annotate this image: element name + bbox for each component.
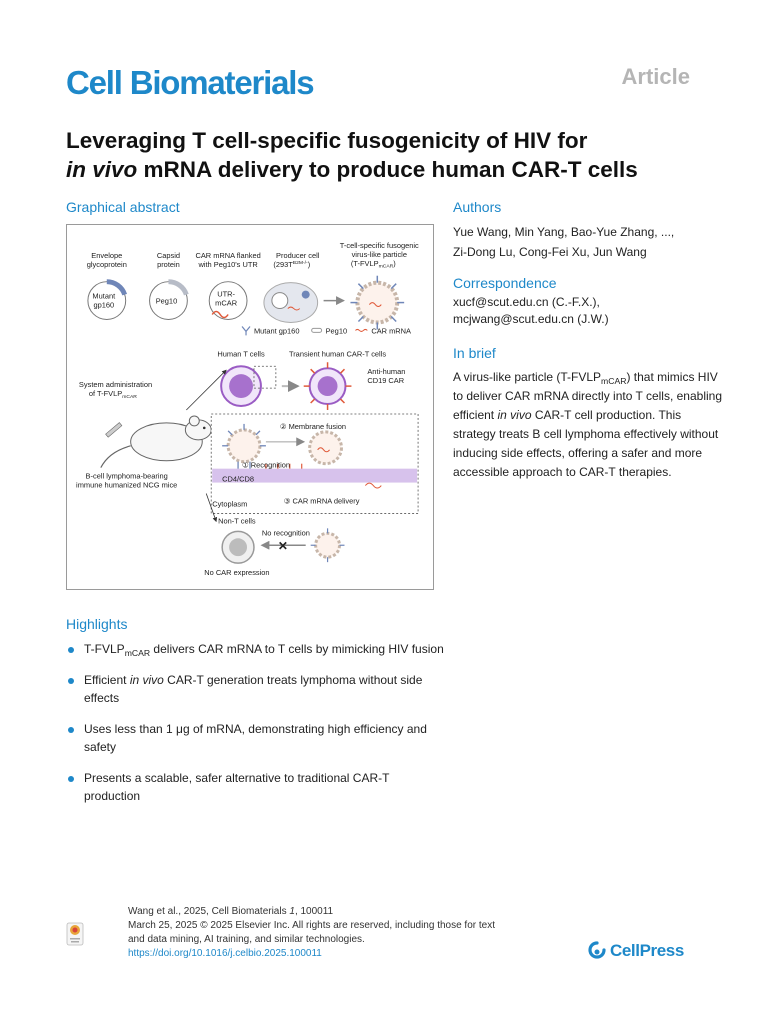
fusion-zoom-panel [210,413,419,514]
svg-text:CAR mRNA: CAR mRNA [371,326,411,335]
article-type-label: Article [621,64,690,89]
graphical-abstract-heading: Graphical abstract [66,199,180,215]
bullet-icon [68,678,74,684]
email-1[interactable]: xucf@scut.edu.cn (C.-F.X.), [453,295,600,309]
highlights-heading: Highlights [66,616,128,632]
highlight-item: Presents a scalable, safer alternative t… [66,769,446,805]
svg-text:Peg10: Peg10 [156,297,178,306]
authors-list: Yue Wang, Min Yang, Bao-Yue Zhang, ..., … [453,223,723,262]
no-recognition-label: No recognition [262,528,310,537]
copyright-line-2: and data mining, AI training, and simila… [128,934,365,945]
in-brief-text: A virus-like particle (T-FVLPmCAR) that … [453,370,723,479]
authors-line-1: Yue Wang, Min Yang, Bao-Yue Zhang, ..., [453,225,675,239]
copyright-line: March 25, 2025 © 2025 Elsevier Inc. All … [128,920,496,931]
recognition-label: ① Recognition [242,461,290,470]
cellpress-text: CellPress [610,941,684,960]
bullet-icon [68,647,74,653]
human-t-cell [220,365,277,407]
human-t-cells-label: Human T cells [217,349,265,358]
title-italic: in vivo [66,157,138,182]
check-for-updates-icon[interactable] [66,922,84,946]
highlight-item: Uses less than 1 μg of mRNA, demonstrati… [66,720,446,756]
cytoplasm-label: Cytoplasm [212,499,247,508]
citation-line: Wang et al., 2025, Cell Biomaterials 1, … [128,906,334,917]
cross-icon: ✕ [278,539,288,553]
producer-cell [263,282,319,323]
svg-text:mCAR: mCAR [215,299,238,308]
non-target-particle [310,528,345,563]
utr-mcar-circle: UTR- mCAR [208,281,248,320]
authors-line-2: Zi-Dong Lu, Cong-Fei Xu, Jun Wang [453,244,647,259]
citation-footer: Wang et al., 2025, Cell Biomaterials 1, … [128,905,548,961]
membrane-fusion-label: ② Membrane fusion [280,422,346,431]
mouse-icon [100,415,212,468]
cart-cell [303,362,352,410]
highlight-item: T-FVLPmCAR delivers CAR mRNA to T cells … [66,640,446,658]
non-t-cell [221,530,255,564]
title-line-1: Leveraging T cell-specific fusogenicity … [66,128,588,153]
svg-text:Mutant gp160: Mutant gp160 [254,326,300,335]
doi-link[interactable]: https://doi.org/10.1016/j.celbio.2025.10… [128,948,322,959]
authors-heading: Authors [453,199,502,215]
bullet-icon [68,776,74,782]
correspondence-emails[interactable]: xucf@scut.edu.cn (C.-F.X.), mcjwang@scut… [453,294,723,328]
cellpress-logo-icon [588,941,606,959]
non-t-cells-label: Non-T cells [218,516,256,525]
svg-text:Peg10: Peg10 [326,326,348,335]
svg-text:gp160: gp160 [93,301,114,310]
peg10-circle: Peg10 [149,279,189,320]
cellpress-logo: CellPress [588,938,684,964]
legend: Mutant gp160 Peg10 CAR mRNA [241,326,411,335]
mutant-gp160-circle: Mutant gp160 [87,279,128,320]
cd4-cd8-label: CD4/CD8 [222,475,254,484]
title-line-2: mRNA delivery to produce human CAR-T cel… [137,157,638,182]
in-brief-heading: In brief [453,345,496,361]
svg-text:UTR-: UTR- [217,290,235,299]
bullet-icon [68,727,74,733]
no-car-expression-label: No CAR expression [204,568,269,577]
article-title: Leveraging T cell-specific fusogenicity … [66,126,726,184]
correspondence-heading: Correspondence [453,275,557,291]
journal-name: Cell Biomaterials [66,64,315,101]
producer-cell-label: Producer cell(293TB2M-/-) [273,251,319,269]
highlights-list: T-FVLPmCAR delivers CAR mRNA to T cells … [66,640,446,818]
mrna-delivery-label: ③ CAR mRNA delivery [284,496,360,505]
email-2[interactable]: mcjwang@scut.edu.cn (J.W.) [453,312,609,326]
svg-text:Mutant: Mutant [92,292,116,301]
transient-cart-label: Transient human CAR-T cells [289,349,386,358]
virus-like-particle [350,275,405,330]
highlight-item: Efficient in vivo CAR-T generation treat… [66,671,446,707]
